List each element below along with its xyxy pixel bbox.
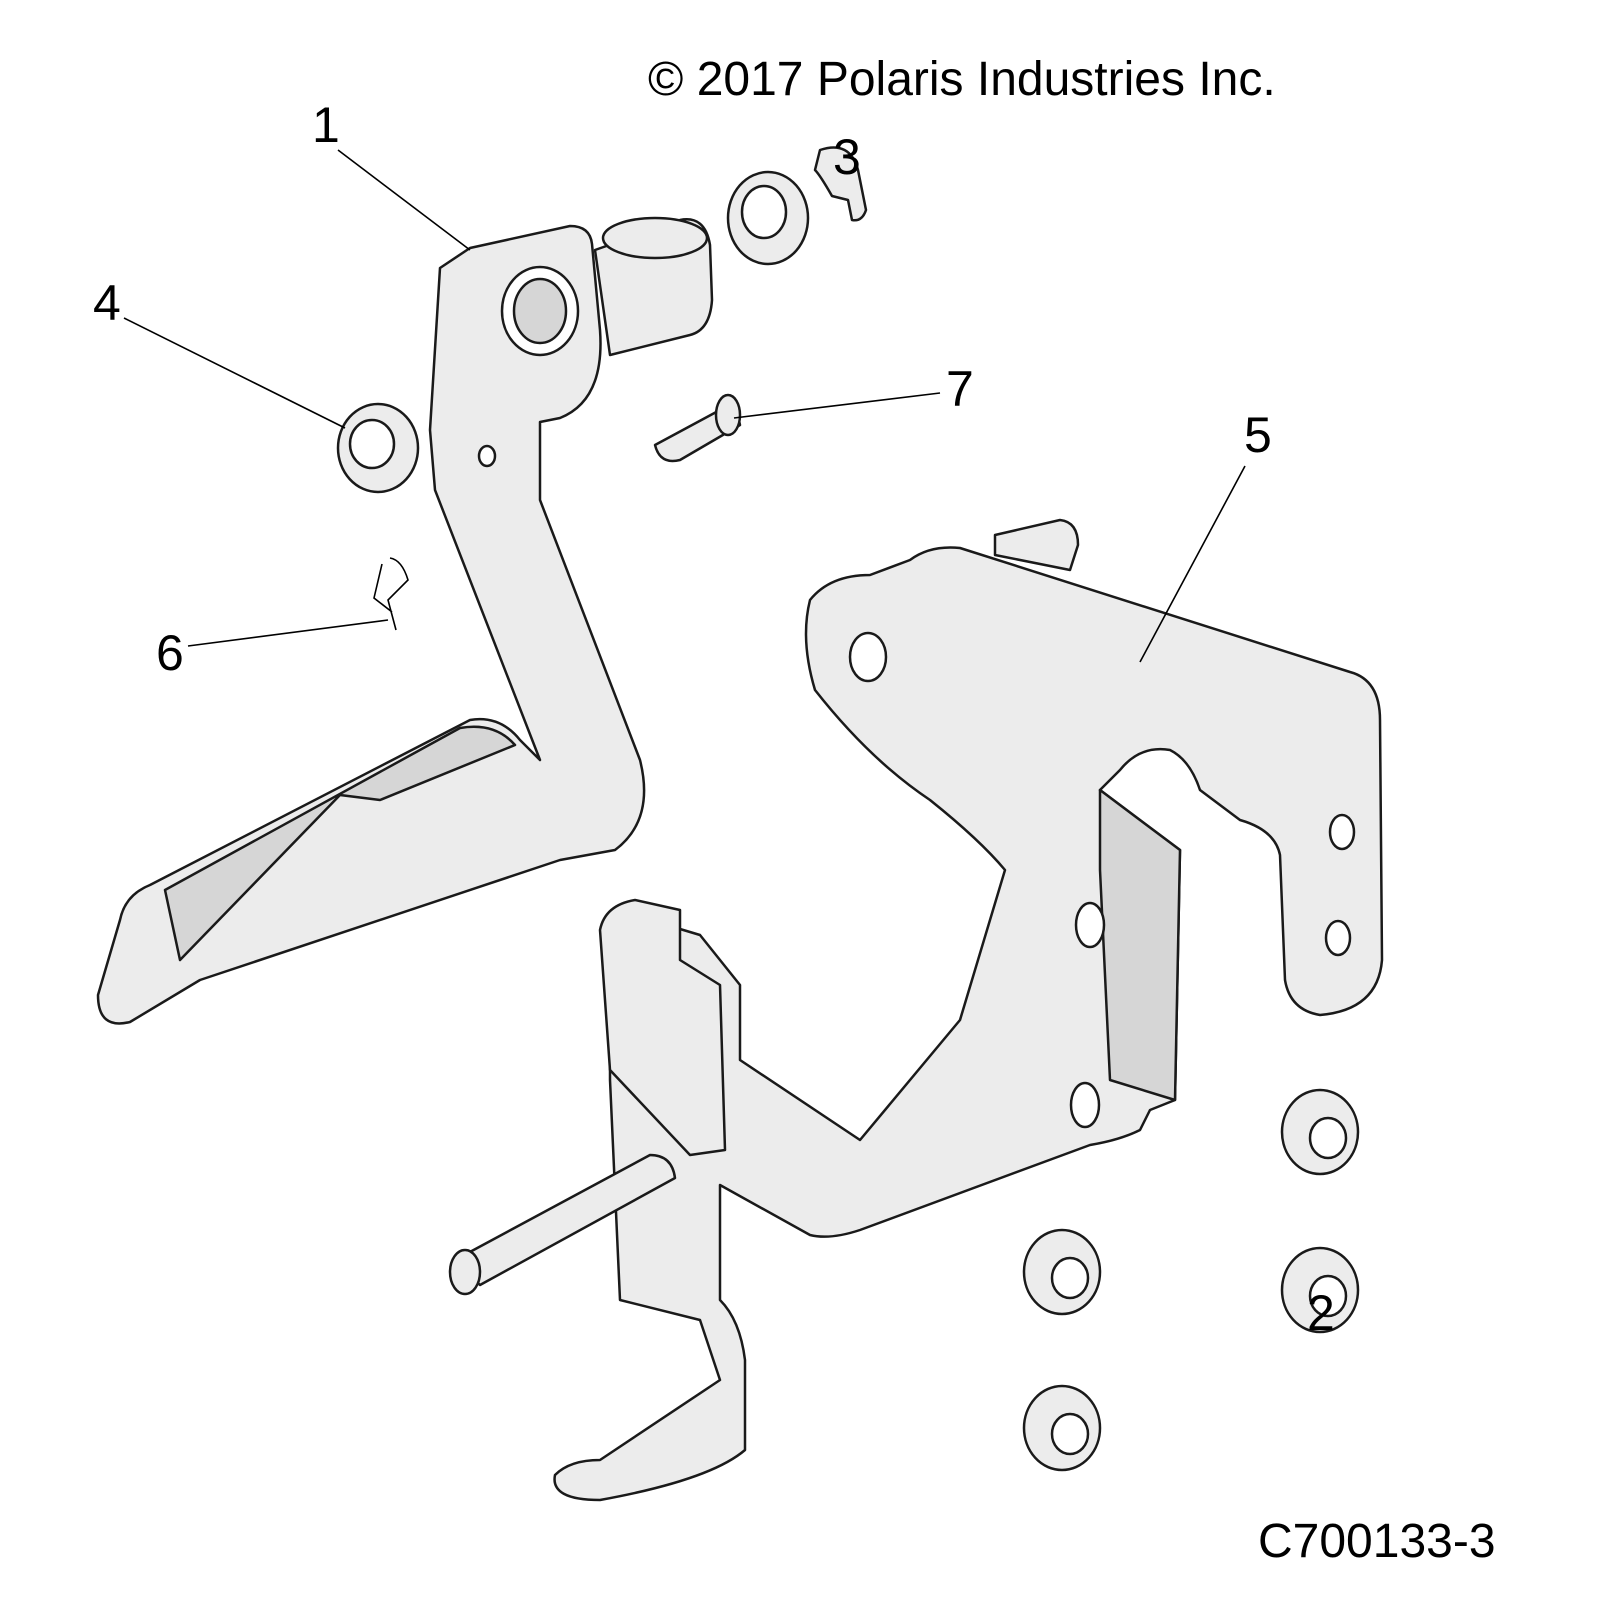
bushing-4 [336, 402, 420, 494]
callout-1: 1 [312, 97, 340, 153]
callout-4: 4 [93, 275, 121, 331]
callout-5: 5 [1244, 407, 1272, 463]
callout-6: 6 [156, 625, 184, 681]
flange-nut [1022, 1384, 1102, 1472]
flange-nut [1022, 1228, 1102, 1316]
leader-line-4 [123, 317, 346, 429]
flange-nuts [1022, 1088, 1360, 1472]
flange-nut [1280, 1088, 1360, 1176]
pivot-tube [593, 216, 714, 357]
callout-3: 3 [833, 129, 861, 185]
copyright-text: © 2017 Polaris Industries Inc. [648, 53, 1276, 106]
diagram-code: C700133-3 [1258, 1515, 1496, 1568]
flange-nut [1280, 1246, 1360, 1334]
leader-line-5 [1139, 465, 1246, 663]
leader-line-1 [337, 149, 471, 251]
callout-7: 7 [946, 361, 974, 417]
brake-pedal-arm [96, 224, 646, 1025]
leader-line-6 [187, 619, 389, 647]
leader-line-7 [733, 392, 941, 419]
hair-pin-clip [373, 557, 409, 631]
pedal-mount-bracket [448, 518, 1384, 1502]
callout-2: 2 [1307, 1285, 1335, 1341]
bushing-and-e-clip [726, 146, 868, 266]
clevis-pin [653, 393, 742, 463]
